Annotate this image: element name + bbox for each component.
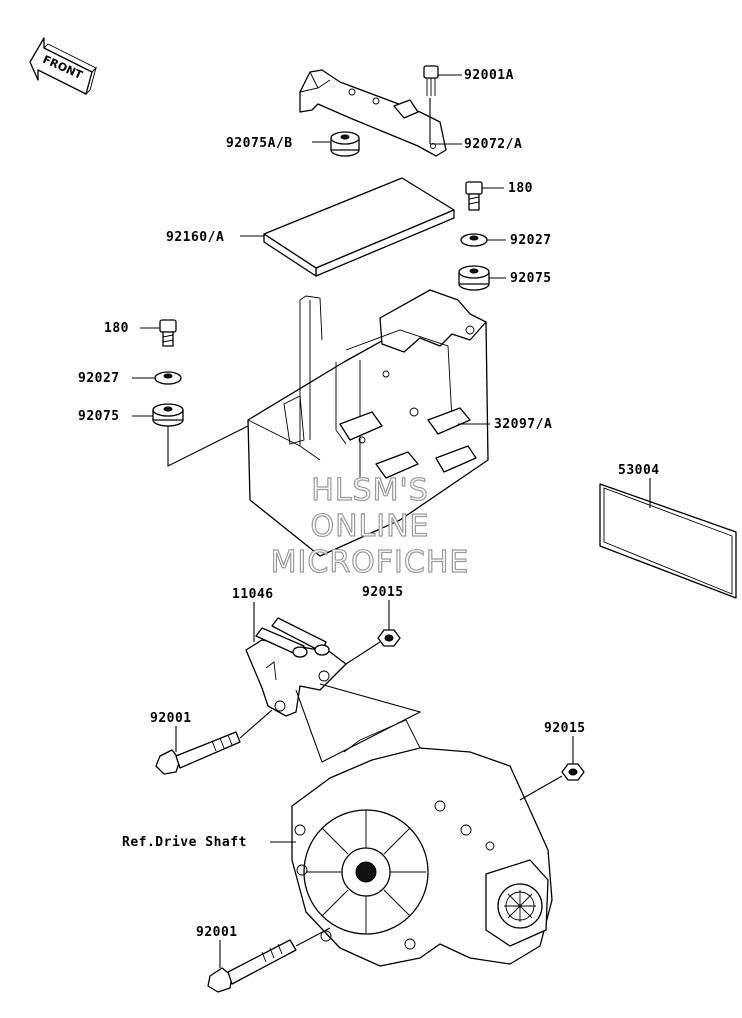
label-180-right: 180 — [508, 181, 533, 196]
watermark-line-3: MICROFICHE — [271, 545, 470, 580]
label-53004-icon — [599, 483, 737, 599]
leader-lines — [132, 74, 651, 968]
label-53004: 53004 — [618, 463, 660, 478]
label-92027-left: 92027 — [78, 371, 120, 386]
watermark-line-2: ONLINE — [310, 509, 429, 544]
nut-92015-top-icon — [377, 629, 401, 647]
bolt-180-left-icon — [159, 319, 177, 347]
grommet-92075-right-icon — [458, 265, 490, 291]
collar-92027-left-icon — [154, 371, 182, 385]
label-180-left: 180 — [104, 321, 129, 336]
part-labels: 92001A 92075A/B 92072/A 180 92160/A 9202… — [78, 68, 660, 940]
label-92001-mid: 92001 — [150, 711, 192, 726]
label-92072a: 92072/A — [464, 137, 522, 152]
label-92075-left: 92075 — [78, 409, 120, 424]
label-92160a: 92160/A — [166, 230, 224, 245]
label-ref-drive-shaft: Ref.Drive Shaft — [122, 835, 247, 850]
label-32097a: 32097/A — [494, 417, 552, 432]
label-92001-bottom: 92001 — [196, 925, 238, 940]
bolt-92001a-icon — [423, 65, 439, 96]
bolt-180-right-icon — [465, 181, 483, 211]
bracket-11046 — [245, 617, 347, 717]
watermark-line-1: HLSM'S — [311, 473, 429, 508]
label-92001a: 92001A — [464, 68, 514, 83]
bolt-92001-mid-icon — [155, 731, 241, 775]
final-gear-case — [291, 719, 553, 967]
label-92075ab: 92075A/B — [226, 136, 293, 151]
rubber-92075ab-icon — [330, 131, 360, 157]
label-92015-top: 92015 — [362, 585, 404, 600]
bolt-92001-bottom-icon — [207, 939, 297, 993]
front-arrow-icon: FRONT — [29, 37, 97, 96]
label-92015-right: 92015 — [544, 721, 586, 736]
pad-92160a-icon — [263, 177, 455, 277]
collar-92027-right-icon — [460, 233, 488, 247]
label-11046: 11046 — [232, 587, 274, 602]
label-92027-right: 92027 — [510, 233, 552, 248]
battery-case-32097a — [247, 289, 489, 557]
watermark: HLSM'S ONLINE MICROFICHE — [270, 472, 470, 580]
grommet-92075-left-icon — [152, 403, 184, 427]
battery-holder-bracket — [299, 69, 447, 157]
nut-92015-right-icon — [561, 763, 585, 781]
label-92075-right: 92075 — [510, 271, 552, 286]
